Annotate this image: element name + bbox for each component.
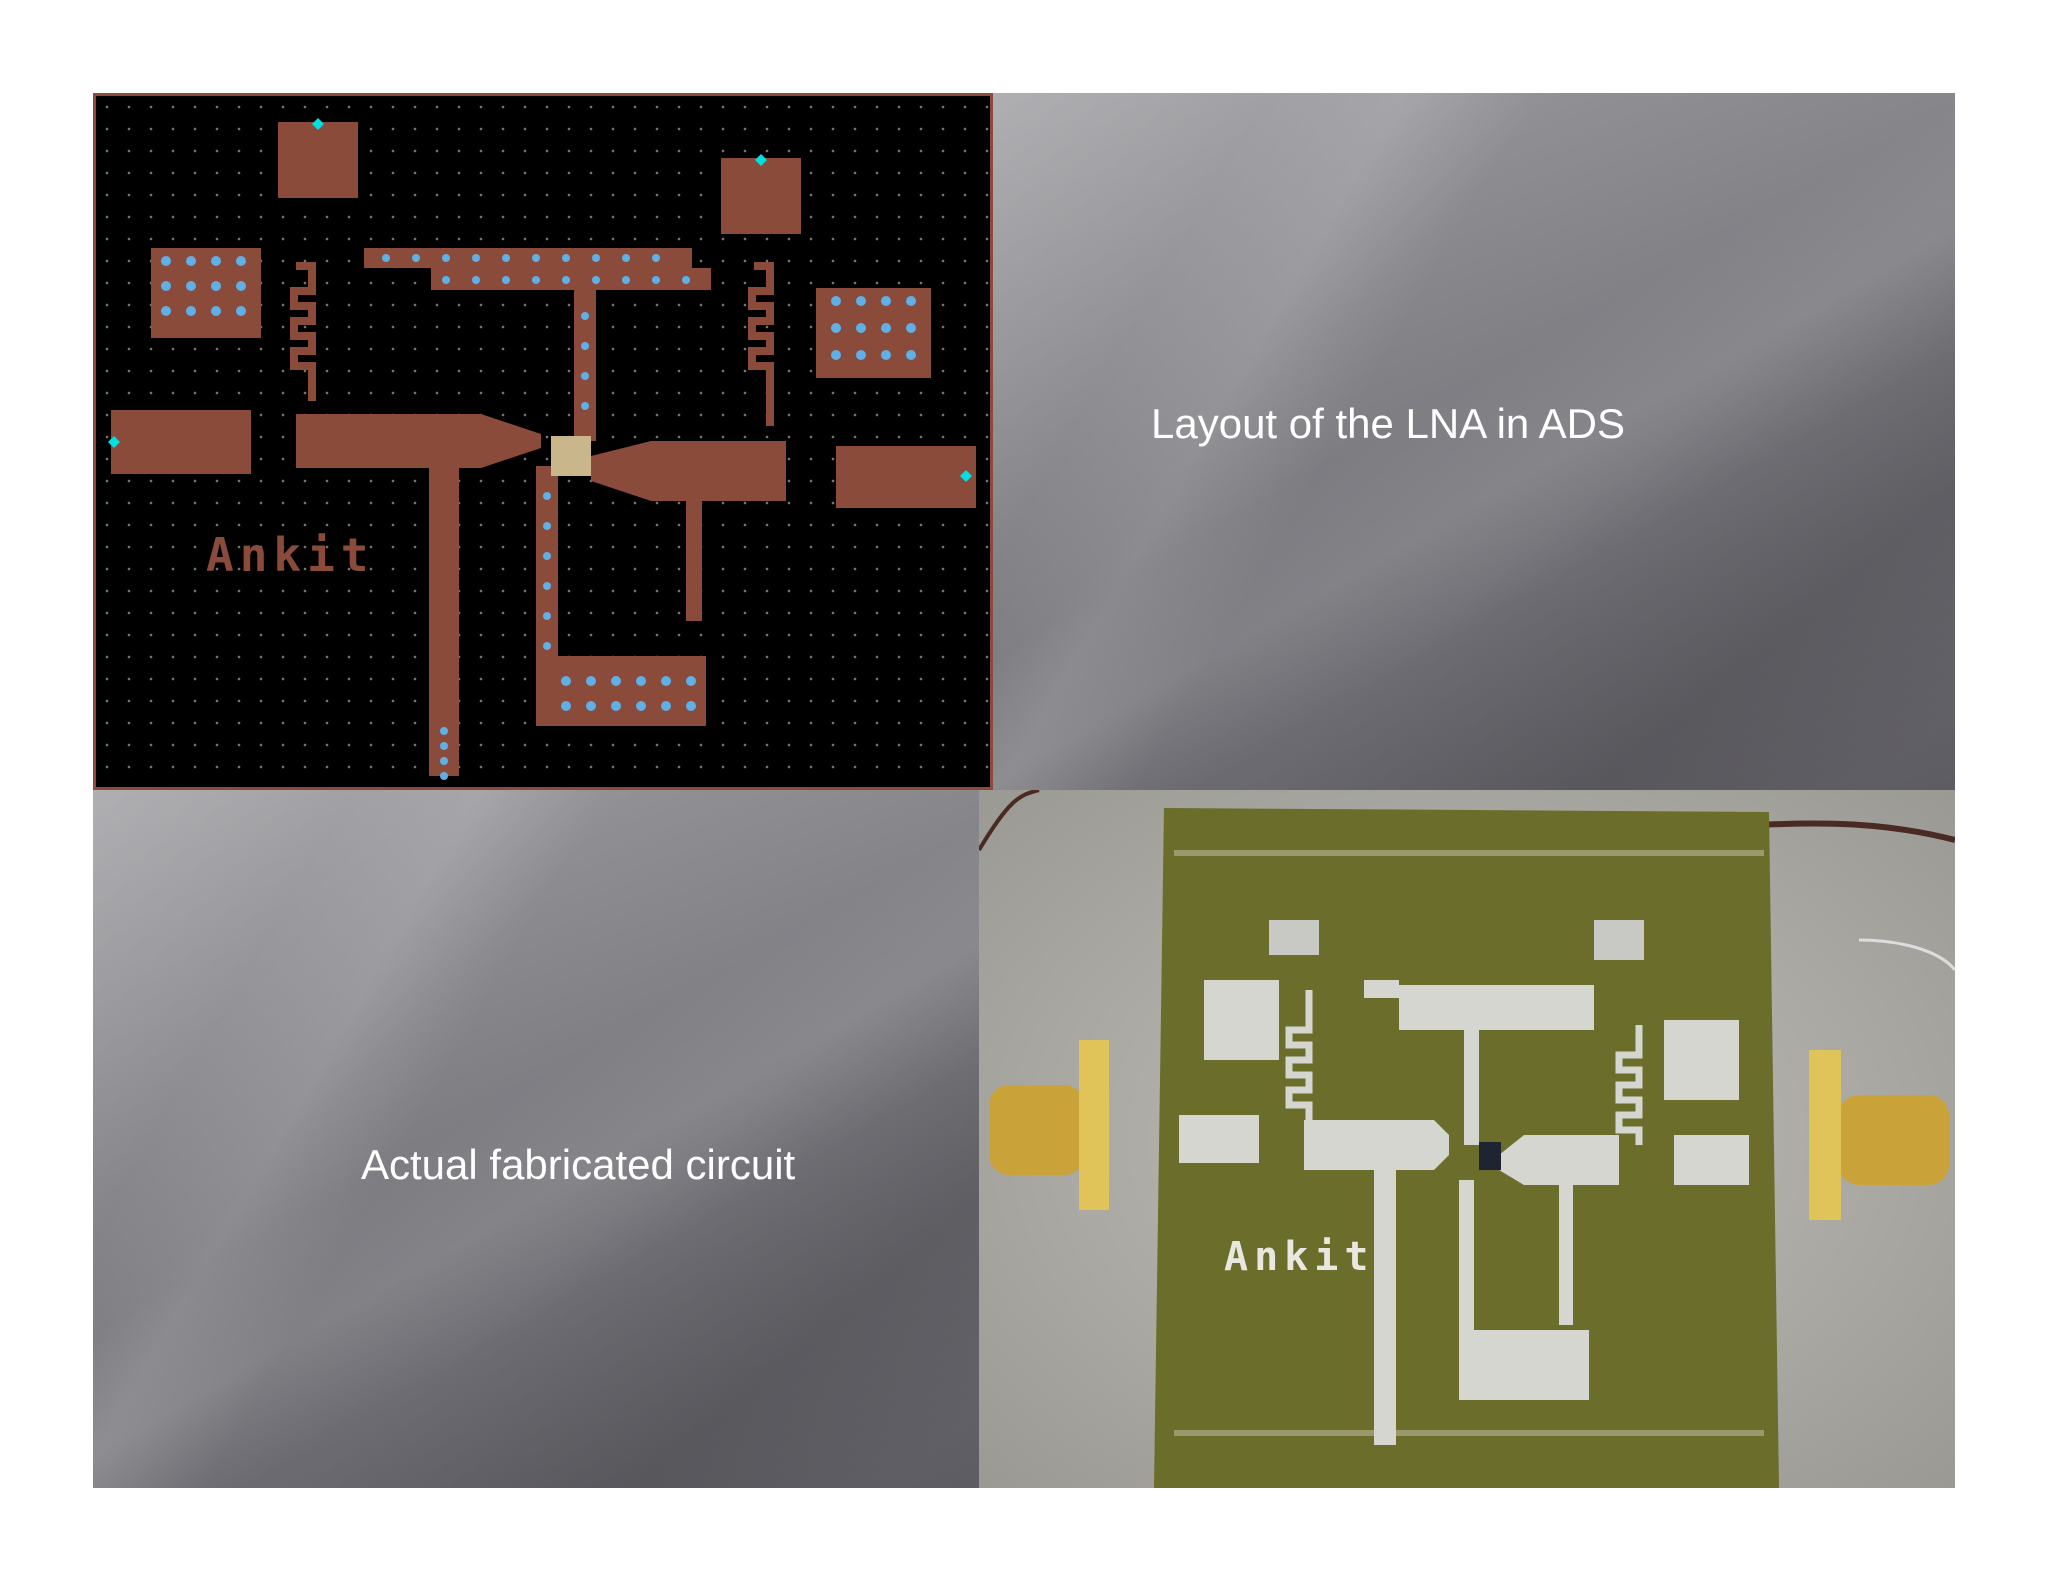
input-stub-photo — [1374, 1170, 1396, 1445]
input-pad — [111, 410, 251, 474]
input-stub — [429, 466, 459, 776]
sma-connector-right — [1839, 1095, 1949, 1185]
source-ground-pad — [536, 656, 706, 726]
slide: Ankit Layout of the LNA in ADS Actual fa… — [93, 93, 1955, 1488]
meander-left — [290, 262, 316, 401]
source-pad-photo — [1459, 1330, 1589, 1400]
pad-top-right — [721, 158, 801, 234]
caption-panel-bottom — [93, 790, 979, 1488]
fabricated-circuit-drawing: Ankit — [979, 790, 1955, 1488]
output-matching-taper — [591, 441, 786, 501]
via-pad-right — [1664, 1020, 1739, 1100]
fabricated-circuit-photo: Ankit — [979, 790, 1955, 1488]
transistor-photo — [1479, 1142, 1501, 1170]
layout-board-label: Ankit — [206, 528, 374, 582]
bias-line-top — [364, 248, 692, 268]
output-pad — [836, 446, 976, 508]
ads-layout-image: Ankit — [93, 93, 993, 790]
caption-panel-top — [993, 93, 1955, 790]
transistor — [551, 436, 591, 476]
sma-connector-left — [989, 1085, 1084, 1175]
output-stub — [686, 501, 702, 621]
pcb-board — [1154, 808, 1779, 1488]
input-matching-taper — [296, 414, 541, 468]
photo-board-label: Ankit — [1224, 1234, 1374, 1280]
meander-right — [748, 262, 774, 426]
ads-layout-drawing: Ankit — [108, 118, 976, 780]
layout-caption: Layout of the LNA in ADS — [1151, 400, 1625, 447]
input-taper-photo — [1304, 1120, 1449, 1170]
via-pad-left — [1204, 980, 1279, 1060]
fabricated-caption: Actual fabricated circuit — [361, 1141, 796, 1188]
pad-top-left — [278, 122, 358, 198]
